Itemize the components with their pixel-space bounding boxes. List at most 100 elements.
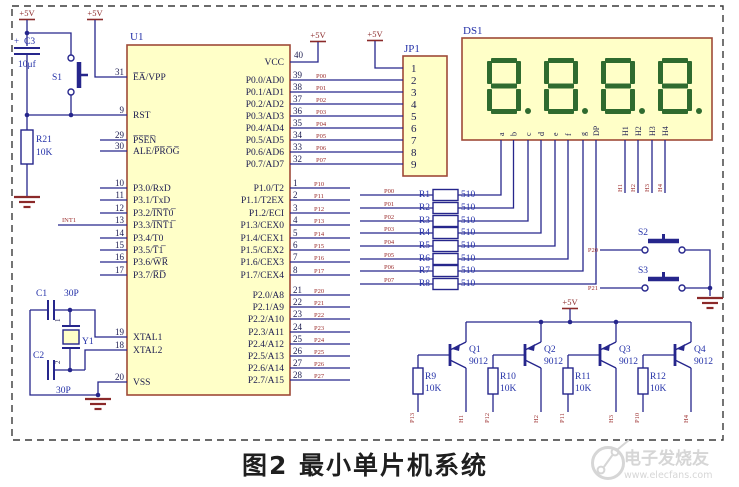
u1-pin-name: P0.1/AD1 <box>246 88 285 98</box>
s1-ref: S1 <box>52 73 62 83</box>
segment-wire <box>458 140 542 234</box>
watermark-logo-icon <box>596 465 606 475</box>
net-label: P21 <box>314 300 324 307</box>
u1-pin-name: XTAL2 <box>133 346 163 356</box>
watermark-logo-icon <box>591 446 625 480</box>
ds1-body <box>461 37 713 141</box>
pushbutton-terminal <box>678 246 686 254</box>
watermark: 电子发烧友 www.elecfans.com <box>591 439 712 481</box>
resistor-symbol <box>637 367 649 395</box>
jp1-pin-number: 7 <box>411 135 417 147</box>
u1-body <box>126 44 291 396</box>
u1-pin-number: 37 <box>293 94 303 104</box>
ea-wire <box>94 20 127 78</box>
jp1-pin-number: 8 <box>411 147 417 159</box>
resistor-ref: R7 <box>419 266 430 276</box>
seven-segment-digit <box>544 89 549 111</box>
u1-pin-name: P2.2/A10 <box>248 315 284 325</box>
seven-segment-digit <box>687 61 692 84</box>
resistor-ref: R6 <box>419 254 430 264</box>
net-label: P12 <box>314 206 324 213</box>
u1-pin-number: 28 <box>293 370 303 380</box>
resistor-value: 10K <box>575 384 592 394</box>
u1-pin-number: 38 <box>293 82 303 92</box>
c1-ref: C1 <box>36 289 47 299</box>
ds1-segment-pin-label: DP <box>592 125 601 136</box>
u1-pin-number: 36 <box>293 106 303 116</box>
resistor-value: 510 <box>461 266 476 276</box>
jp1-pin-number: 9 <box>411 159 417 171</box>
u1-pin-number: 22 <box>293 297 302 307</box>
net-label: H1 <box>458 415 465 423</box>
u1-pin-name: P2.1/A9 <box>253 303 285 313</box>
seven-segment-digit <box>548 109 574 114</box>
jp1-pin-number: 2 <box>411 75 417 87</box>
key-ref: S3 <box>638 266 648 276</box>
ds1-segment-pin-label: c <box>524 132 533 136</box>
ds1-segment-pin-label: f <box>564 133 573 136</box>
net-label: P16 <box>314 255 325 262</box>
seven-segment-digit <box>491 83 517 89</box>
net-label: P11 <box>559 413 566 423</box>
ds1-ref: DS1 <box>463 25 483 37</box>
u1-pin-name: P1.2/ECI <box>249 209 284 219</box>
net-label: P15 <box>314 243 324 250</box>
decimal-point <box>696 108 702 114</box>
net-label: P10 <box>314 181 324 188</box>
decimal-point <box>525 108 531 114</box>
net-label: P03 <box>384 226 394 233</box>
ds1-digit-pin-label: H1 <box>621 126 630 136</box>
pushbutton-terminal <box>678 284 686 292</box>
seven-segment-digit <box>491 58 517 63</box>
net-label: P01 <box>316 85 326 92</box>
u1-pin-number: 10 <box>115 178 125 188</box>
seven-segment-digit <box>548 83 574 89</box>
net-label: P07 <box>384 277 395 284</box>
net-label: H4 <box>657 183 664 192</box>
resistor-symbol <box>432 188 459 202</box>
seven-segment-digit <box>658 89 663 111</box>
u1-pin-number: 34 <box>293 130 303 140</box>
u1-pin-name: P3.4/T0 <box>133 234 164 244</box>
resistor-symbol <box>432 252 459 266</box>
pushbutton-terminal <box>641 284 649 292</box>
u1-pin-number: 39 <box>293 70 303 80</box>
pushbutton-terminal <box>67 88 75 96</box>
u1-pin-number: 21 <box>293 285 302 295</box>
decimal-point <box>639 108 645 114</box>
vss-wire <box>97 381 127 397</box>
watermark-logo-icon <box>602 454 614 469</box>
net-label: P00 <box>316 73 326 80</box>
xtal2-wire <box>84 349 127 370</box>
resistor-ref: R10 <box>500 372 516 382</box>
u1-pin-number: 8 <box>293 265 298 275</box>
transistor-symbol <box>449 359 467 369</box>
s2-gnd-wire <box>685 249 711 296</box>
y1-ref: Y1 <box>82 337 94 347</box>
u1-pin-name: E̅A̅/VPP <box>133 72 166 83</box>
seven-segment-digit <box>601 89 606 111</box>
junction-dot <box>707 285 713 291</box>
seven-segment-digit <box>544 61 549 84</box>
transistor-arrow <box>602 344 610 351</box>
net-label: P02 <box>384 214 394 221</box>
r21-ref: R21 <box>36 135 52 145</box>
segment-wire <box>458 140 584 272</box>
u1-pin-name: XTAL1 <box>133 333 163 343</box>
resistor-ref: R2 <box>419 203 430 213</box>
power-5v-label: +5V <box>562 297 578 307</box>
u1-pin-number: 11 <box>115 190 124 200</box>
seven-segment-digit <box>662 58 688 63</box>
ds1-segment-pin-label: a <box>497 132 506 136</box>
seven-segment-digit <box>662 109 688 114</box>
u1-pin-name: VCC <box>264 58 284 68</box>
transistor-value: 9012 <box>469 357 488 367</box>
net-label: P17 <box>314 268 325 275</box>
jp1-body <box>402 55 448 177</box>
c3-ref: C3 <box>24 37 35 47</box>
u1-pin-name: P0.5/AD5 <box>246 136 285 146</box>
u1-pin-number: 9 <box>120 105 125 115</box>
seven-segment-digit <box>662 83 688 89</box>
seven-segment-digit <box>630 61 635 84</box>
